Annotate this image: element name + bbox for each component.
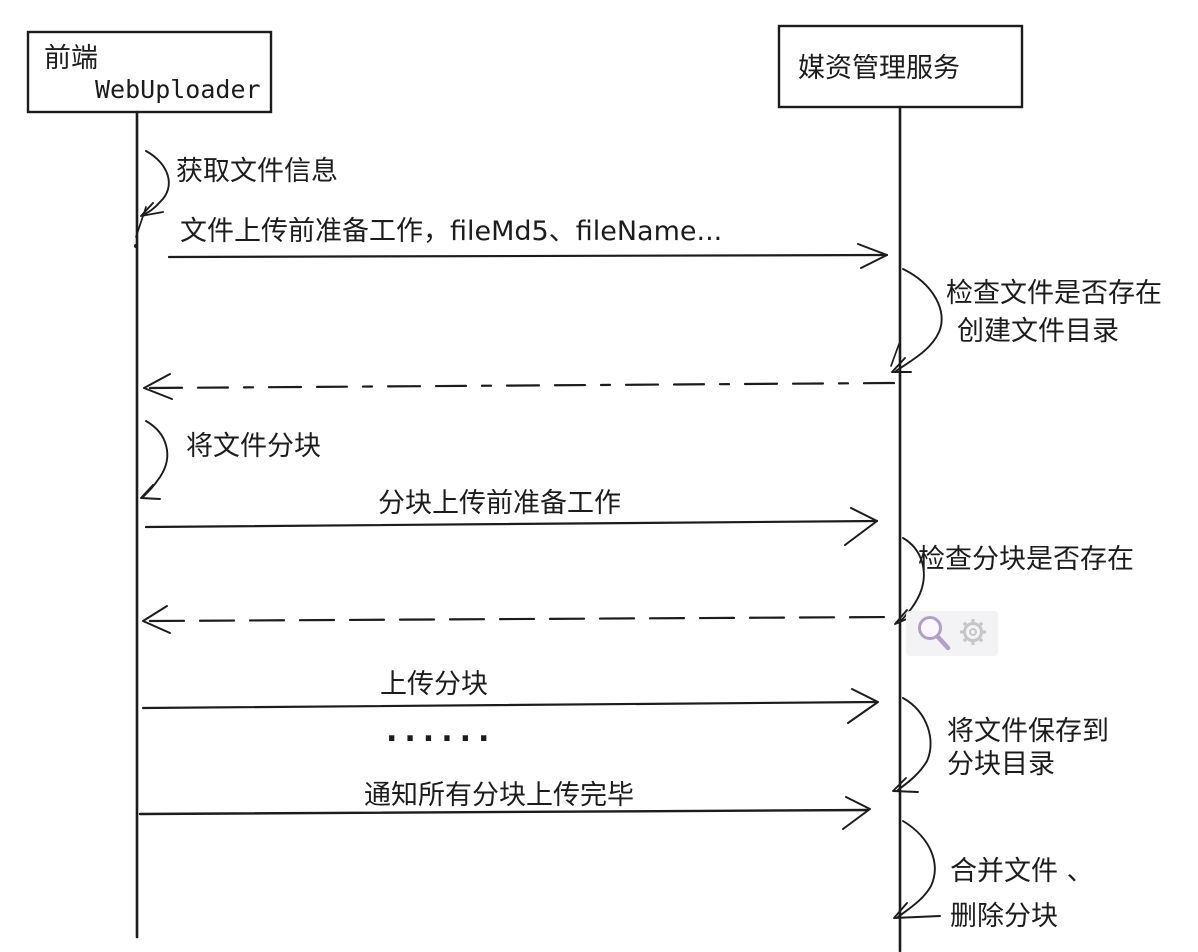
message-upload-chunk: 上传分块 ...... bbox=[141, 669, 879, 749]
self-loop-arc bbox=[895, 268, 943, 372]
arrowhead-right bbox=[857, 243, 888, 269]
arrowhead-right bbox=[844, 507, 878, 546]
label-get-file-info: 获取文件信息 bbox=[176, 156, 338, 187]
message-prepare-file-upload: 文件上传前准备工作，fileMd5、fileName... bbox=[167, 216, 889, 269]
magnifier-icon[interactable] bbox=[918, 616, 951, 651]
self-loop-arrowhead bbox=[893, 902, 941, 919]
actor-frontend-subtitle: WebUploader bbox=[95, 75, 261, 104]
label-create-file-dir: 创建文件目录 bbox=[957, 316, 1119, 347]
self-loop-arc bbox=[142, 150, 170, 216]
arrowhead-left bbox=[143, 373, 173, 400]
actor-media-service: 媒资管理服务 bbox=[777, 24, 1024, 109]
message-line bbox=[144, 519, 879, 529]
label-delete-chunks: 删除分块 bbox=[950, 901, 1058, 932]
self-loop-arrowhead bbox=[892, 777, 919, 793]
image-toolbar bbox=[906, 611, 998, 656]
actor-box-frontend bbox=[26, 30, 273, 114]
self-loop-hand-stroke bbox=[135, 206, 147, 238]
label-chunk-dir: 分块目录 bbox=[947, 749, 1055, 780]
self-loop-arc bbox=[897, 820, 936, 918]
label-save-file-to: 将文件保存到 bbox=[947, 716, 1109, 747]
self-loop-arrowhead bbox=[140, 202, 164, 217]
label-check-chunk-exists: 检查分块是否存在 bbox=[918, 544, 1134, 575]
self-loop-arrowhead bbox=[140, 484, 161, 500]
return-message-check-chunk bbox=[142, 605, 896, 634]
label-ellipsis: ...... bbox=[386, 714, 496, 749]
actor-media-service-title: 媒资管理服务 bbox=[798, 53, 960, 84]
self-message-check-file: 检查文件是否存在 创建文件目录 bbox=[890, 268, 1162, 373]
message-line bbox=[167, 253, 889, 259]
message-line bbox=[141, 700, 877, 710]
label-merge-files: 合并文件 、 bbox=[950, 856, 1094, 887]
arrowhead-left bbox=[142, 605, 171, 634]
return-message-check-file bbox=[143, 373, 896, 400]
message-line bbox=[138, 808, 870, 816]
self-message-merge-delete: 合并文件 、 删除分块 bbox=[893, 820, 1094, 932]
self-loop-arc bbox=[142, 420, 169, 498]
label-check-file-exists: 检查文件是否存在 bbox=[946, 278, 1162, 309]
self-loop-arc bbox=[897, 697, 932, 791]
arrowhead-right bbox=[847, 688, 879, 724]
dashed-return-line bbox=[148, 381, 896, 390]
self-loop-hand-stroke bbox=[890, 343, 900, 367]
label-prepare-file-upload: 文件上传前准备工作，fileMd5、fileName... bbox=[180, 216, 722, 247]
arrowhead-right bbox=[842, 796, 871, 830]
actor-frontend-title: 前端 bbox=[44, 43, 98, 74]
actor-frontend: 前端 WebUploader bbox=[26, 30, 273, 114]
dashed-return-line bbox=[148, 615, 896, 623]
self-message-get-file-info: 获取文件信息 bbox=[134, 150, 338, 248]
self-message-save-file: 将文件保存到 分块目录 bbox=[892, 697, 1109, 793]
label-upload-chunk: 上传分块 bbox=[380, 669, 488, 700]
self-message-chunk-file: 将文件分块 bbox=[140, 420, 321, 500]
label-notify-complete: 通知所有分块上传完毕 bbox=[364, 780, 634, 811]
label-prepare-chunk-upload: 分块上传前准备工作 bbox=[378, 488, 621, 519]
gear-icon[interactable] bbox=[960, 619, 986, 645]
self-message-check-chunk: 检查分块是否存在 bbox=[894, 537, 1134, 625]
message-prepare-chunk-upload: 分块上传前准备工作 bbox=[144, 488, 879, 546]
self-loop-arrowhead bbox=[891, 357, 912, 373]
label-chunk-file: 将文件分块 bbox=[186, 431, 321, 462]
actor-box-media-service bbox=[777, 24, 1024, 109]
message-notify-complete: 通知所有分块上传完毕 bbox=[138, 780, 871, 830]
self-loop-ink-dot bbox=[134, 244, 138, 248]
